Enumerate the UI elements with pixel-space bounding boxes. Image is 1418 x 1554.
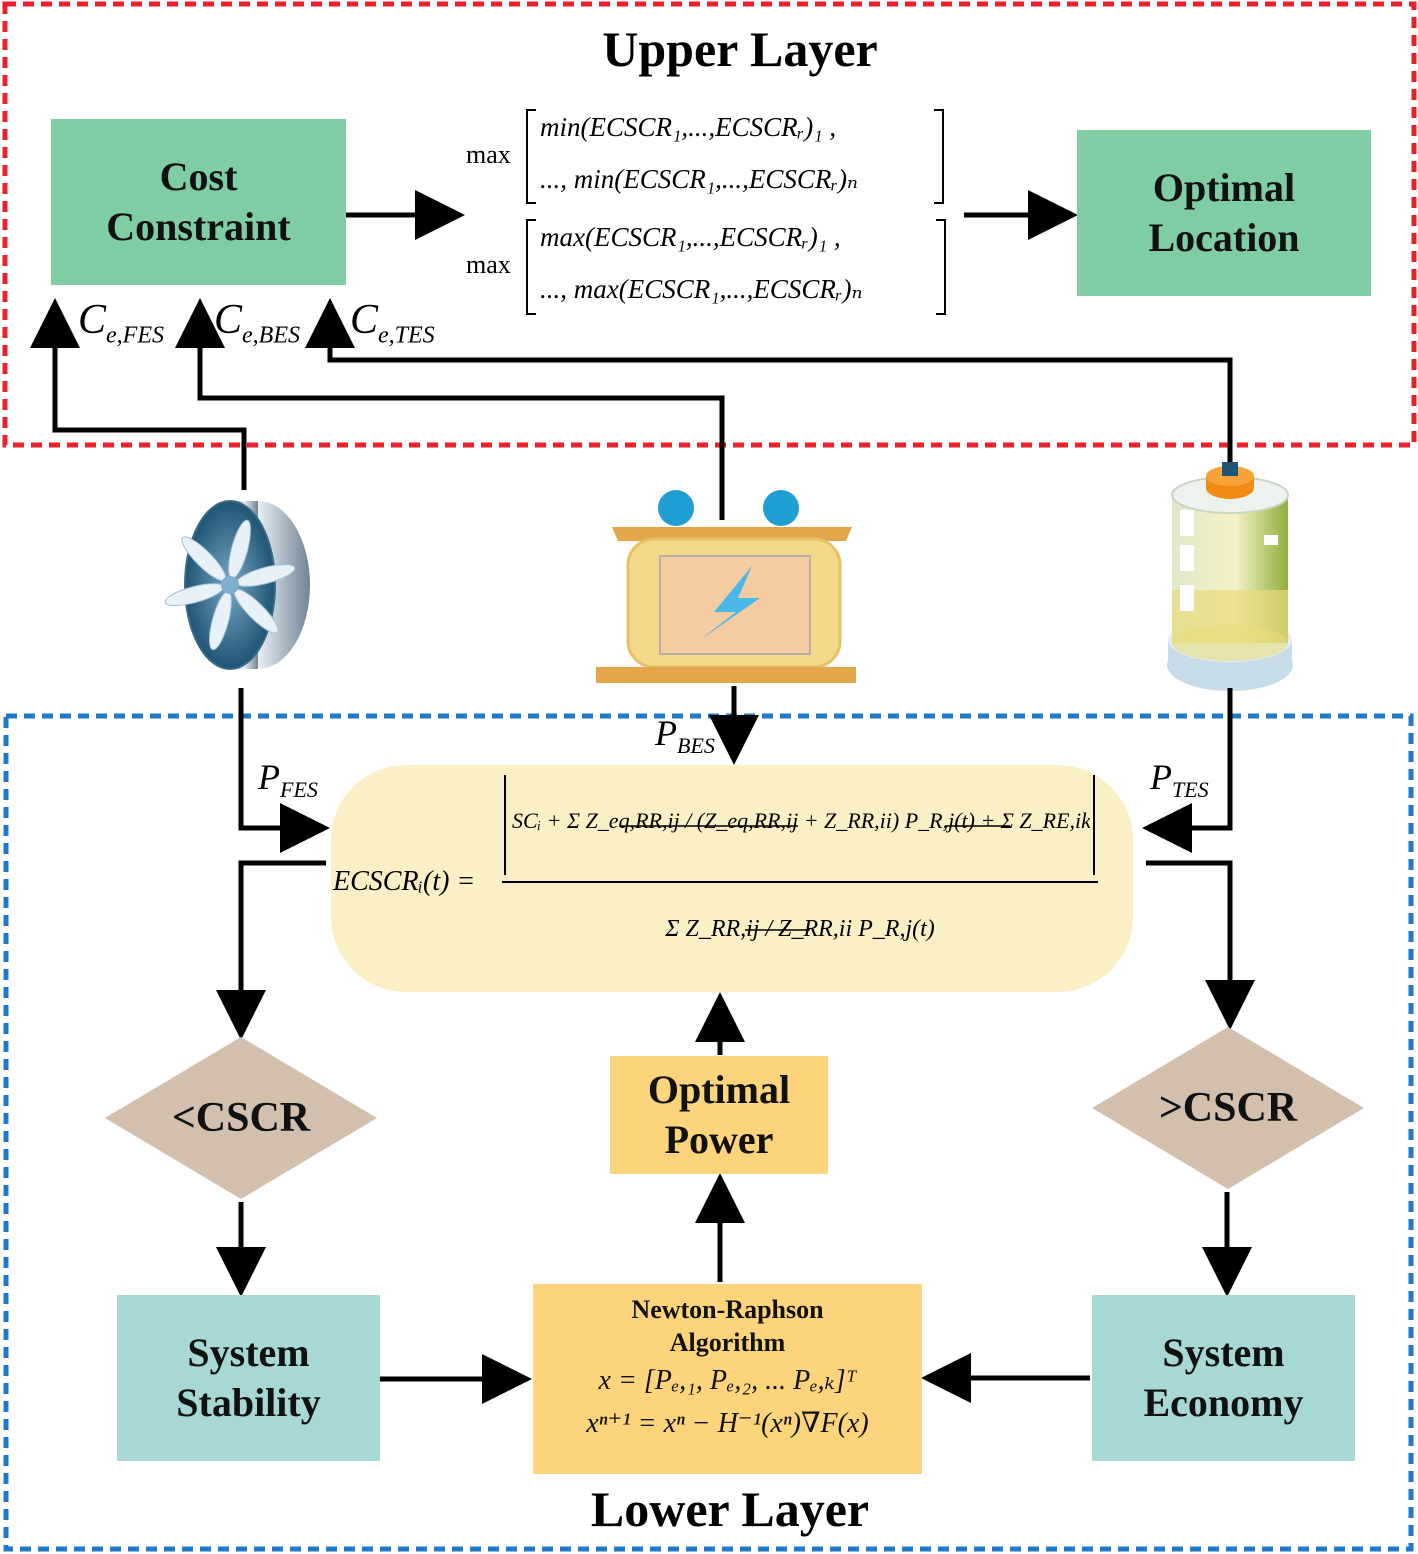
newton-eq1: x = [Pₑ,₁, Pₑ,₂, ... Pₑ,ₖ]ᵀ	[598, 1365, 857, 1396]
objective-row-4: ..., max(ECSCR₁,...,ECSCRᵣ)ₙ	[540, 274, 863, 304]
optimal-location-line2: Location	[1148, 215, 1300, 260]
gt-cscr-label: >CSCR	[1158, 1084, 1298, 1131]
objective-brackets	[526, 109, 946, 315]
optimal-location-line1: Optimal	[1152, 165, 1296, 210]
system-stability-line1: System	[187, 1330, 310, 1375]
lt-cscr-label: <CSCR	[171, 1094, 311, 1141]
objective-row-1: min(ECSCR₁,...,ECSCRᵣ)₁ ,	[540, 112, 837, 142]
lower-layer-border	[3, 713, 1414, 1552]
objective-max-label-2: max	[466, 250, 511, 279]
objective-max-label-1: max	[466, 140, 511, 169]
cost-label-tes: Ce,TES	[350, 297, 435, 349]
thermal-storage-icon	[1167, 462, 1293, 691]
power-label-fes: PFES	[258, 757, 318, 803]
system-economy-line2: Economy	[1143, 1380, 1304, 1425]
power-label-tes: PTES	[1150, 757, 1209, 803]
cost-constraint-line1: Cost	[159, 154, 238, 199]
cost-constraint-box: Cost Constraint	[51, 119, 346, 285]
formula-numerator: SCᵢ + Σ Z_eq,RR,ij / (Z_eq,RR,ij + Z_RR,…	[512, 808, 1090, 833]
upper-layer-border	[2, 1, 1417, 448]
system-economy-box: System Economy	[1092, 1295, 1355, 1461]
formula-backdrop	[331, 765, 1133, 992]
power-label-bes: PBES	[655, 713, 715, 759]
system-stability-box: System Stability	[117, 1295, 380, 1461]
upper-arrows	[29, 190, 1233, 520]
cost-constraint-line2: Constraint	[106, 204, 291, 249]
flywheel-icon	[164, 500, 310, 670]
formula-denominator: Σ Z_RR,ij / Z_RR,ii P_R,j(t)	[665, 916, 935, 942]
battery-icon	[596, 490, 856, 683]
newton-title-line1: Newton-Raphson	[631, 1295, 824, 1324]
cost-label-bes: Ce,BES	[214, 297, 300, 349]
newton-eq2: xⁿ⁺¹ = xⁿ − H⁻¹(xⁿ)∇F(x)	[586, 1408, 869, 1439]
formula-lhs: ECSCRᵢ(t) =	[333, 866, 476, 897]
optimal-power-box: Optimal Power	[610, 1056, 828, 1174]
system-stability-line2: Stability	[176, 1380, 321, 1425]
cost-label-fes: Ce,FES	[78, 297, 164, 349]
optimal-power-line2: Power	[664, 1117, 774, 1162]
newton-title-line2: Algorithm	[669, 1327, 786, 1357]
lower-layer-title: Lower Layer	[590, 1481, 870, 1537]
newton-raphson-box: Newton-Raphson Algorithm x = [Pₑ,₁, Pₑ,₂…	[533, 1284, 922, 1474]
objective-row-3: max(ECSCR₁,...,ECSCRᵣ)₁ ,	[540, 222, 841, 252]
optimal-power-line1: Optimal	[647, 1067, 791, 1112]
gt-cscr-diamond	[1092, 1027, 1364, 1189]
lt-cscr-diamond	[105, 1037, 377, 1199]
objective-row-2: ..., min(ECSCR₁,...,ECSCRᵣ)ₙ	[540, 164, 858, 194]
system-economy-line1: System	[1162, 1330, 1285, 1375]
optimal-location-box: Optimal Location	[1077, 130, 1371, 296]
upper-layer-title: Upper Layer	[602, 21, 878, 77]
formula-lines	[502, 775, 1098, 931]
lower-arrows	[216, 686, 1255, 1404]
